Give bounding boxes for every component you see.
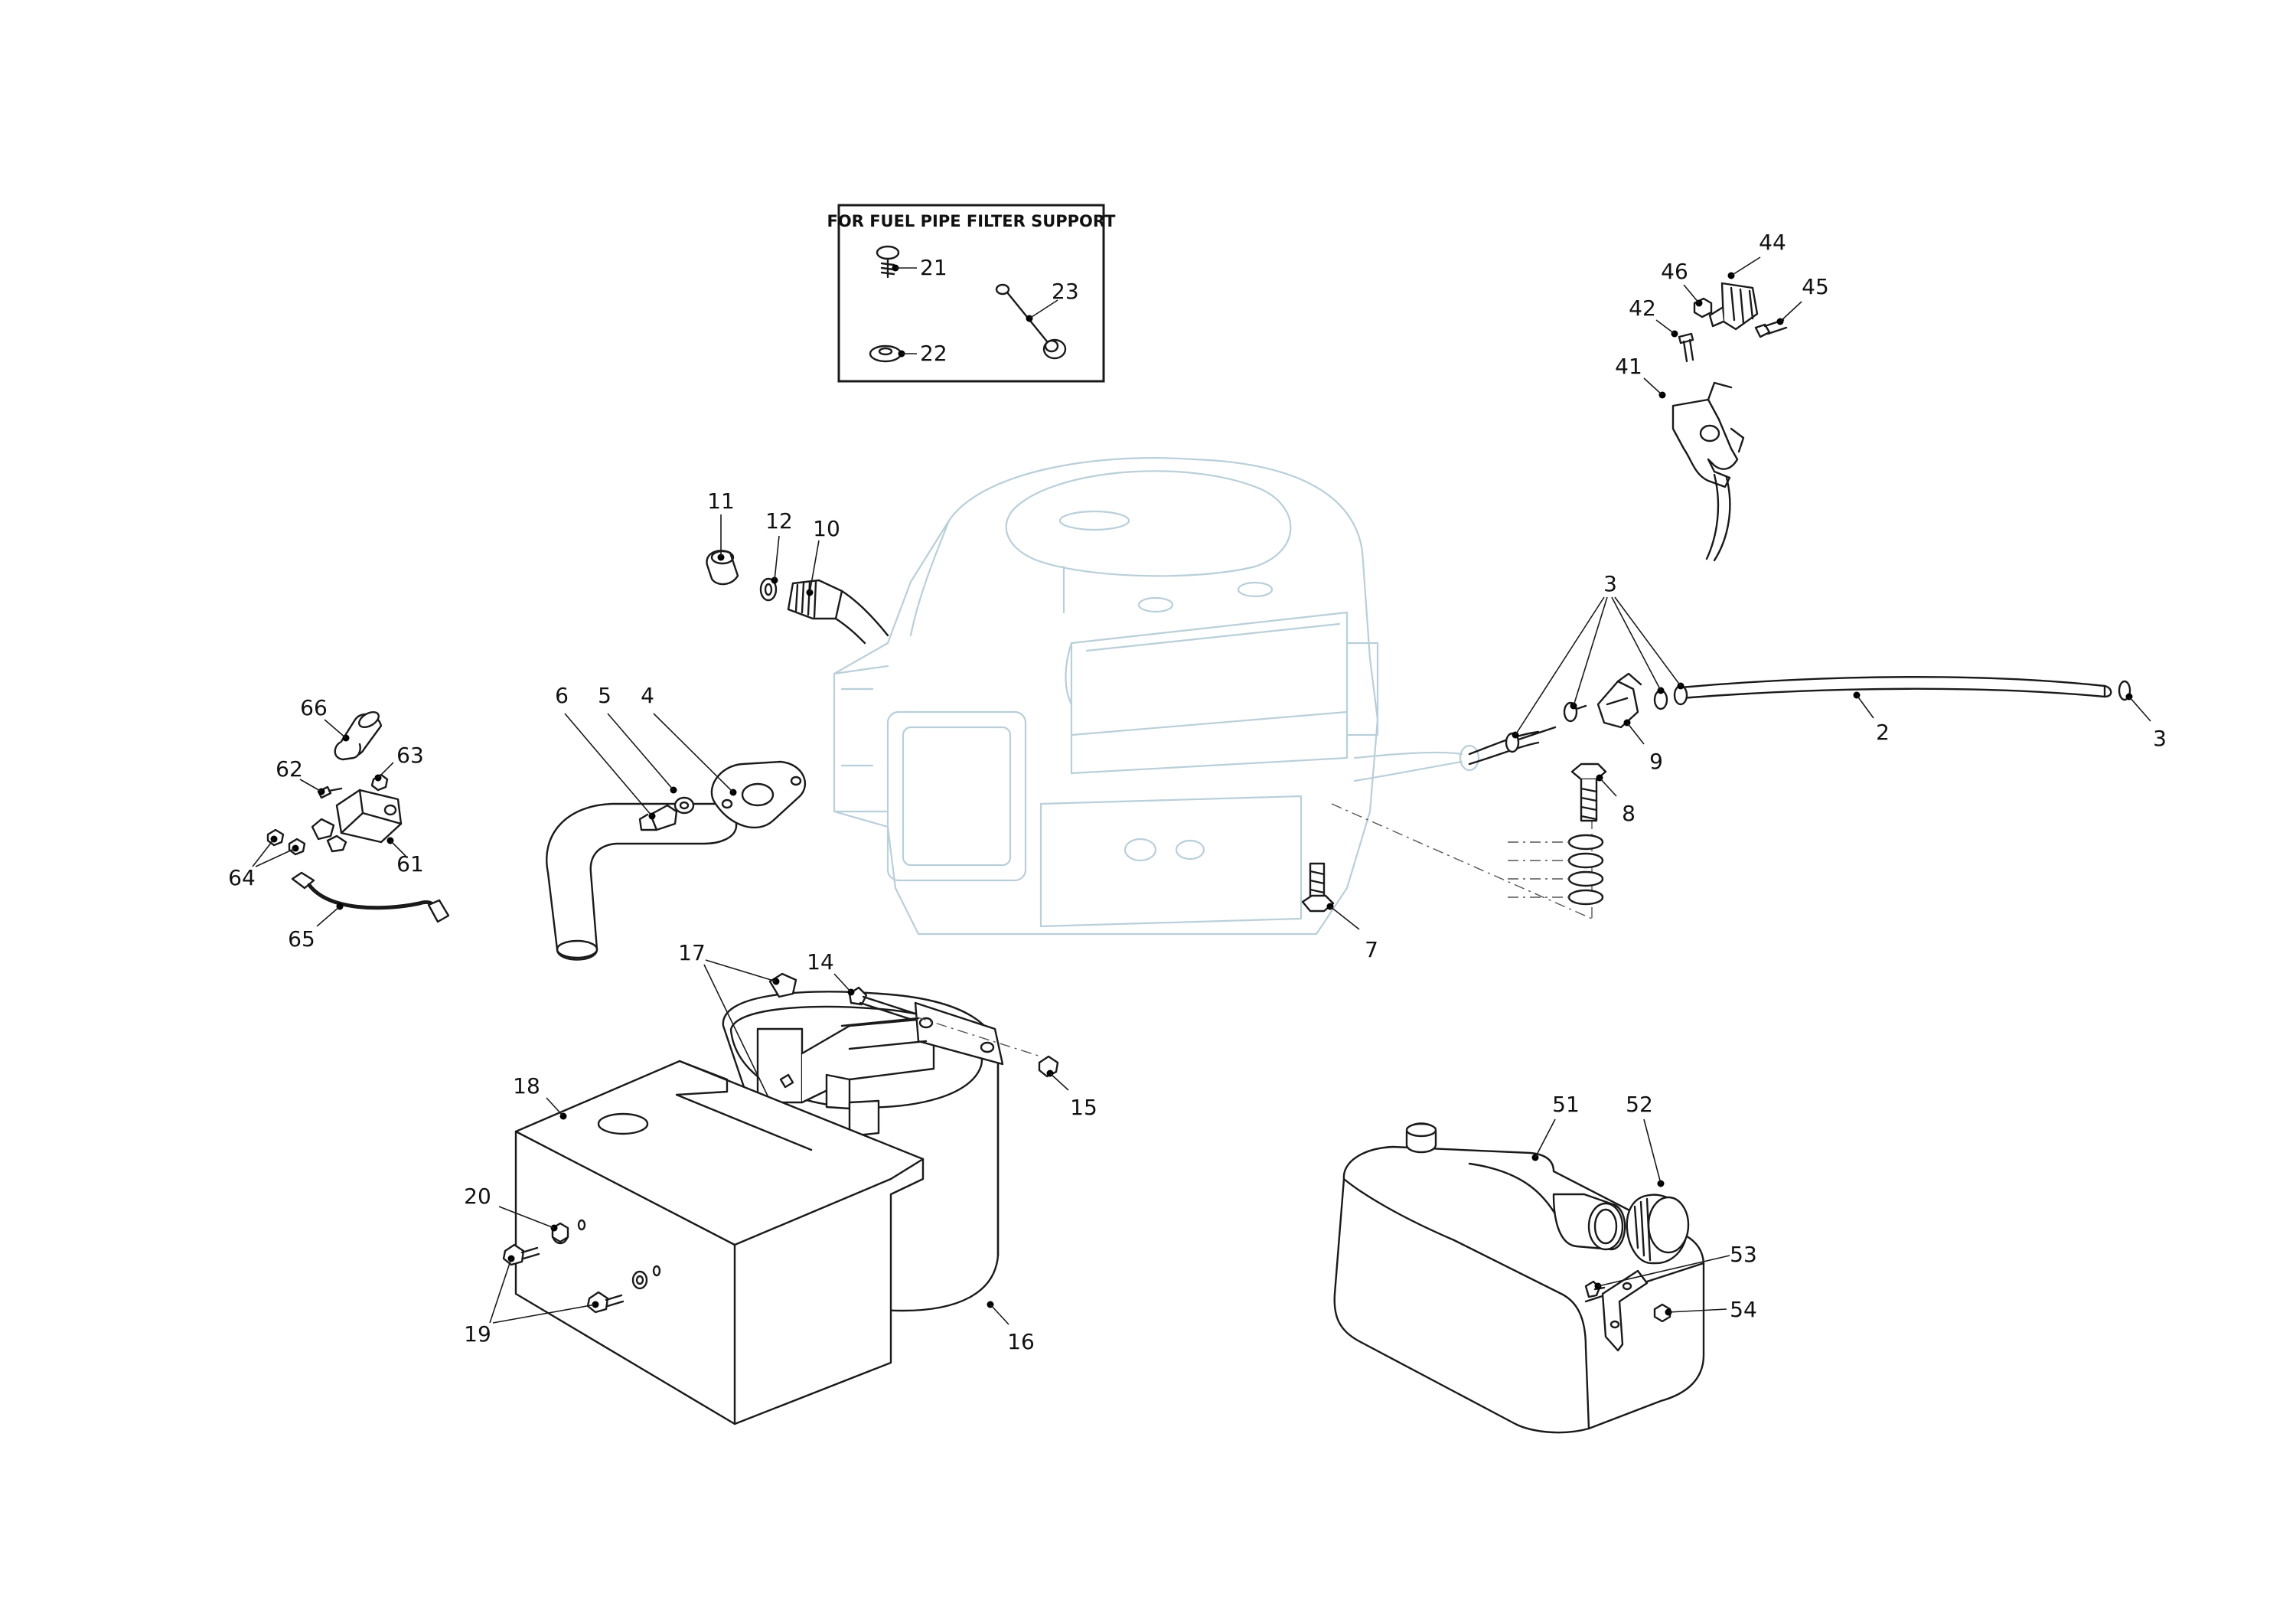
fuel-tank-51	[1333, 1122, 1705, 1434]
bolt-45	[1754, 318, 1788, 338]
bolt-8	[1570, 763, 1607, 822]
throttle-lever-41	[1671, 381, 1745, 562]
callout-63: 63	[396, 743, 424, 768]
fuel-cap-52	[1626, 1194, 1690, 1265]
callout-5: 5	[598, 683, 612, 708]
heat-shield-18	[514, 1060, 925, 1425]
callout-62: 62	[276, 756, 303, 782]
callout-53: 53	[1730, 1242, 1757, 1267]
callout-10: 10	[813, 516, 840, 541]
cable-clamp-44	[1708, 282, 1759, 331]
bracket-17	[756, 1001, 1004, 1138]
washer-5	[673, 796, 695, 815]
callout-21: 21	[920, 255, 947, 280]
callout-18: 18	[513, 1073, 540, 1099]
inset-fuel-pipe-filter-support: FOR FUEL PIPE FILTER SUPPORT 21 22 23	[827, 204, 1117, 383]
callout-3b: 3	[2153, 726, 2167, 751]
callout-51: 51	[1552, 1092, 1580, 1117]
callout-64: 64	[228, 865, 256, 890]
callout-52: 52	[1626, 1092, 1653, 1117]
callout-54: 54	[1730, 1297, 1757, 1322]
engine-outline	[833, 457, 1480, 936]
filler-neck	[1552, 1193, 1626, 1251]
washer-12	[759, 577, 778, 602]
bolt-6	[638, 804, 678, 831]
wire-lead-65	[291, 871, 450, 923]
callout-17: 17	[678, 940, 706, 965]
callout-66: 66	[300, 695, 328, 720]
callout-23: 23	[1052, 279, 1079, 304]
threaded-pipe-10	[787, 579, 889, 645]
callout-20: 20	[464, 1184, 491, 1209]
callout-15: 15	[1070, 1095, 1097, 1120]
callout-61: 61	[396, 851, 424, 877]
callout-6: 6	[555, 683, 569, 708]
solenoid-61	[311, 789, 403, 853]
callout-11: 11	[707, 488, 735, 514]
fuel-filter-9	[1596, 672, 1642, 729]
callout-45: 45	[1802, 274, 1829, 299]
inset-title: FOR FUEL PIPE FILTER SUPPORT	[827, 212, 1117, 230]
callout-22: 22	[920, 341, 947, 366]
screw-21	[876, 245, 900, 279]
callout-46: 46	[1661, 259, 1688, 284]
callout-12: 12	[765, 508, 793, 534]
nut-11	[706, 550, 739, 586]
callout-9: 9	[1649, 749, 1663, 774]
callout-42: 42	[1629, 296, 1656, 321]
callout-65: 65	[288, 926, 315, 952]
callout-8: 8	[1622, 801, 1636, 826]
bolt-7	[1301, 862, 1335, 913]
gaskets	[1508, 834, 1604, 906]
callout-19: 19	[464, 1321, 491, 1347]
callout-7: 7	[1365, 937, 1378, 962]
nut-54	[1653, 1303, 1671, 1323]
grommet-22	[869, 345, 902, 363]
callout-4: 4	[641, 683, 654, 708]
boot-66	[334, 710, 383, 761]
callout-16: 16	[1007, 1329, 1035, 1354]
fuel-hose-2	[1468, 676, 2112, 766]
exhaust-pipe-4	[546, 760, 807, 961]
callout-41: 41	[1615, 354, 1642, 379]
callout-44: 44	[1759, 230, 1786, 255]
nut-15	[1038, 1055, 1059, 1078]
callout-2: 2	[1876, 720, 1890, 745]
callout-3a: 3	[1603, 571, 1617, 596]
callout-14: 14	[807, 949, 834, 975]
bolt-42	[1678, 332, 1694, 363]
